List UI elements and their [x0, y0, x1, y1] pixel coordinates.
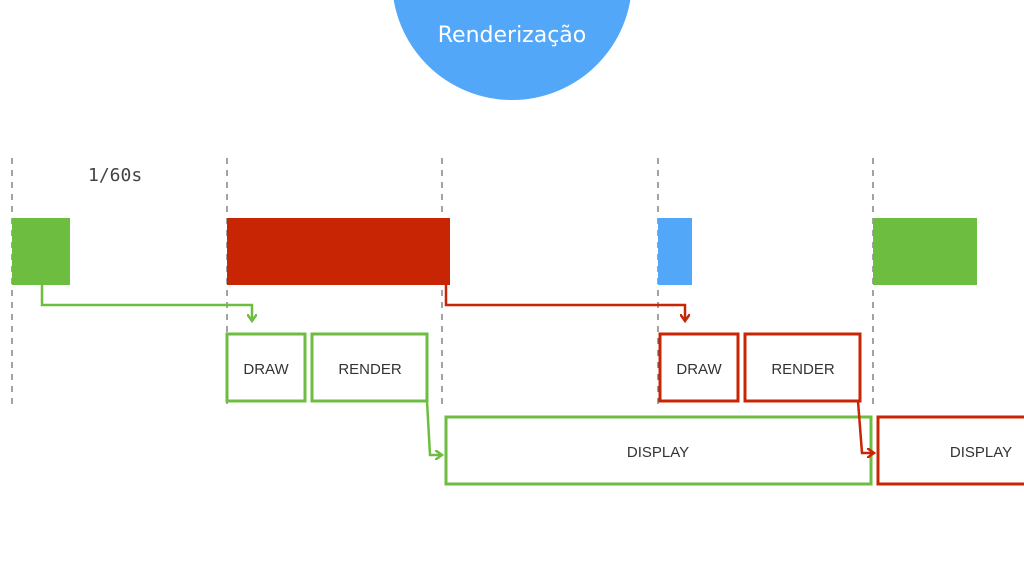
draw-stage-green-label: DRAW [243, 361, 289, 378]
display-stage-green-label: DISPLAY [627, 444, 689, 461]
arrow-red-to-draw [444, 285, 685, 320]
draw-stage-red-label: DRAW [676, 361, 722, 378]
work-block-green-2 [873, 218, 977, 285]
display-stage-red-label: DISPLAY [950, 444, 1012, 461]
section-title: Renderização [437, 23, 587, 48]
draw-stage-red [658, 332, 740, 403]
work-block-blue [658, 218, 692, 285]
work-block-red [227, 218, 450, 285]
frame-interval-label: 1/60s [88, 165, 142, 186]
draw-stage-green [225, 332, 307, 403]
work-block-green-1 [12, 218, 70, 285]
render-stage-red-label: RENDER [771, 361, 835, 378]
render-stage-green-label: RENDER [338, 361, 402, 378]
display-stage-red [876, 415, 1024, 486]
render-stage-red [743, 332, 862, 403]
arrow-green-render-to-display [425, 400, 441, 455]
arrow-red-render-to-display [856, 400, 873, 453]
arrow-green-to-draw [40, 285, 252, 320]
render-stage-green [310, 332, 429, 403]
